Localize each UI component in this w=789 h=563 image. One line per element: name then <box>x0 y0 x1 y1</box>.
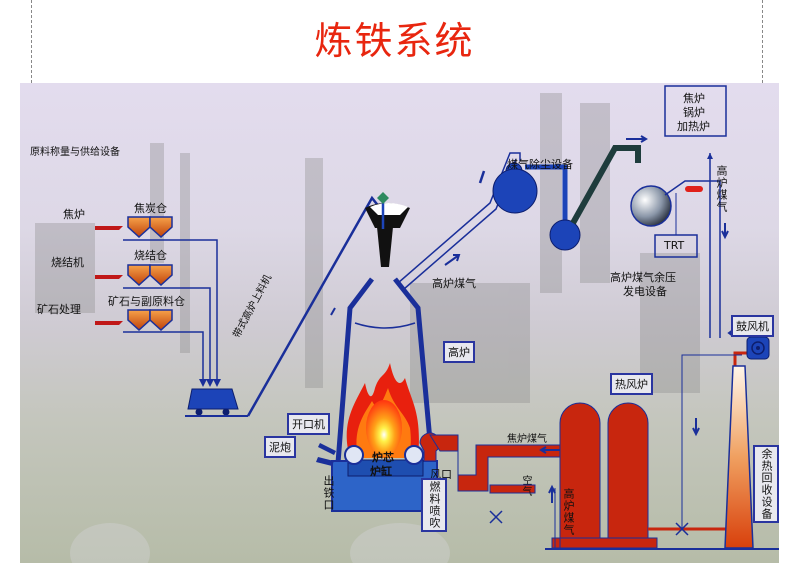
clean-gas-arrow <box>626 135 648 143</box>
dust-catchers <box>492 162 581 251</box>
down-arrow-blast <box>692 418 700 437</box>
consumer-coke-oven: 焦炉 <box>683 92 705 105</box>
bf-gas-arrow-2 <box>478 170 486 184</box>
charging-car <box>185 388 248 417</box>
source-arrows <box>95 226 123 325</box>
bf-gas-arrow <box>444 254 461 266</box>
bf-gas-label: 高炉煤气 <box>432 277 476 290</box>
trt-valve <box>685 186 703 192</box>
drill-label: 开口机 <box>287 413 330 435</box>
ironmaking-diagram: 原料称量与供给设备 焦炉 烧结机 矿石处理 焦炭仓 烧结仓 矿石与副原料仓 带式… <box>20 83 779 563</box>
bf-gas-arrow-up <box>548 484 556 503</box>
down-arrow-right <box>721 223 729 240</box>
flame <box>346 363 419 458</box>
consumers-box <box>664 85 727 137</box>
air-label: 空气 <box>520 475 531 497</box>
taphole-label: 出铁口 <box>322 475 335 511</box>
hearth-hatch <box>347 459 424 477</box>
bf-gas-line <box>554 488 561 548</box>
tuyere-ring-right <box>404 445 424 465</box>
bf-gas-vertical-label: 高炉煤气 <box>715 165 728 213</box>
blast-furnace-shell <box>335 277 435 464</box>
gas-cleaning-label: 煤气除尘设备 <box>507 158 573 171</box>
stove-bf-gas-label: 高炉煤气 <box>562 488 575 536</box>
consumer-reheat-furnace: 加热炉 <box>677 120 710 133</box>
storage-bins <box>127 216 173 332</box>
blower-label: 鼓风机 <box>731 315 774 337</box>
hot-stove-label: 热风炉 <box>610 373 653 395</box>
feed-arrowheads <box>199 379 221 387</box>
source-sinter: 烧结机 <box>51 256 84 269</box>
trt-caption-1: 高炉煤气余压 <box>610 271 676 284</box>
source-coke-oven: 焦炉 <box>63 208 85 221</box>
blast-furnace-label: 高炉 <box>443 341 475 363</box>
bin-coke: 焦炭仓 <box>134 202 167 215</box>
consumer-arrow-up <box>707 153 713 159</box>
tuyere-ring-left <box>344 445 364 465</box>
blast-furnace-throat <box>354 322 416 329</box>
trt-caption-2: 发电设备 <box>623 285 667 298</box>
bin-ore-flux: 矿石与副原料仓 <box>108 295 185 308</box>
consumer-boiler: 锅炉 <box>683 106 705 119</box>
fuel-injection-label: 燃料喷吹 <box>421 478 447 532</box>
cold-blast-edge <box>681 354 742 529</box>
waste-heat-label: 余热回收设备 <box>753 445 779 523</box>
valve <box>675 522 689 536</box>
coke-gas-label: 焦炉煤气 <box>507 434 547 445</box>
trt-turbine <box>630 185 672 227</box>
furnace-top <box>365 192 410 267</box>
mud-gun-label: 泥炮 <box>264 436 296 458</box>
furnace-core-label: 炉芯 <box>372 451 394 464</box>
source-ore-processing: 矿石处理 <box>37 303 81 316</box>
valve-2 <box>489 510 503 524</box>
bin-sinter: 烧结仓 <box>134 249 167 262</box>
chimney <box>724 365 754 549</box>
hearth-label: 炉缸 <box>370 465 392 478</box>
taphole-tools <box>316 443 336 466</box>
raw-material-heading: 原料称量与供给设备 <box>30 147 120 158</box>
tuyere-label: 风口 <box>430 468 452 481</box>
trt-pipe <box>664 180 721 338</box>
coke-gas-arrow <box>539 446 560 454</box>
trt-label: TRT <box>664 239 685 252</box>
feed-lines <box>123 239 218 383</box>
hot-blast-piping <box>419 402 658 549</box>
clean-gas-pipe <box>570 145 641 225</box>
diagram-graphics <box>35 85 779 563</box>
right-guide-line <box>762 0 763 83</box>
left-guide-line <box>31 0 32 83</box>
page-title: 炼铁系统 <box>314 19 475 63</box>
